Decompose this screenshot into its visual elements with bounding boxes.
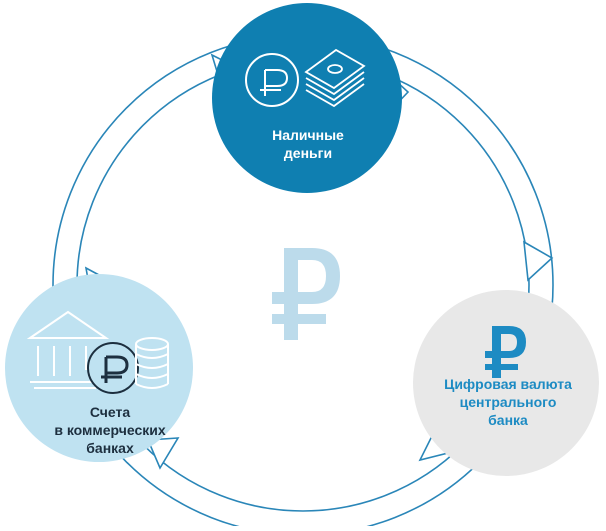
cbdc-label-line-3: банка bbox=[488, 412, 528, 428]
accounts-label-line-1: Счета bbox=[89, 404, 131, 420]
accounts-label: Счета в коммерческих банках bbox=[40, 403, 180, 457]
cash-label: Наличные деньги bbox=[238, 126, 378, 162]
cbdc-label: Цифровая валюта центрального банка bbox=[418, 375, 598, 429]
banknote-stack-icon bbox=[304, 48, 366, 108]
cbdc-label-line-2: центрального bbox=[459, 394, 557, 410]
cbdc-node bbox=[413, 290, 599, 476]
accounts-node bbox=[5, 274, 193, 462]
arrow-bottom-left bbox=[146, 437, 180, 470]
cbdc-label-line-1: Цифровая валюта bbox=[444, 376, 572, 392]
coin-stack-icon bbox=[135, 337, 169, 389]
cash-circle bbox=[212, 3, 402, 193]
ruble-sign-icon bbox=[272, 248, 340, 340]
accounts-label-line-3: банках bbox=[86, 440, 134, 456]
accounts-label-line-2: в коммерческих bbox=[54, 422, 166, 438]
digital-ruble-icon bbox=[485, 326, 526, 378]
cash-node bbox=[212, 3, 402, 193]
ruble-coin-icon bbox=[245, 53, 299, 107]
cash-label-line-1: Наличные bbox=[272, 127, 344, 143]
bank-building-icon bbox=[26, 310, 110, 389]
cash-label-line-2: деньги bbox=[283, 145, 333, 161]
cbdc-circle bbox=[413, 290, 599, 476]
arrow-right bbox=[523, 240, 554, 282]
ruble-coin-icon bbox=[87, 342, 139, 394]
